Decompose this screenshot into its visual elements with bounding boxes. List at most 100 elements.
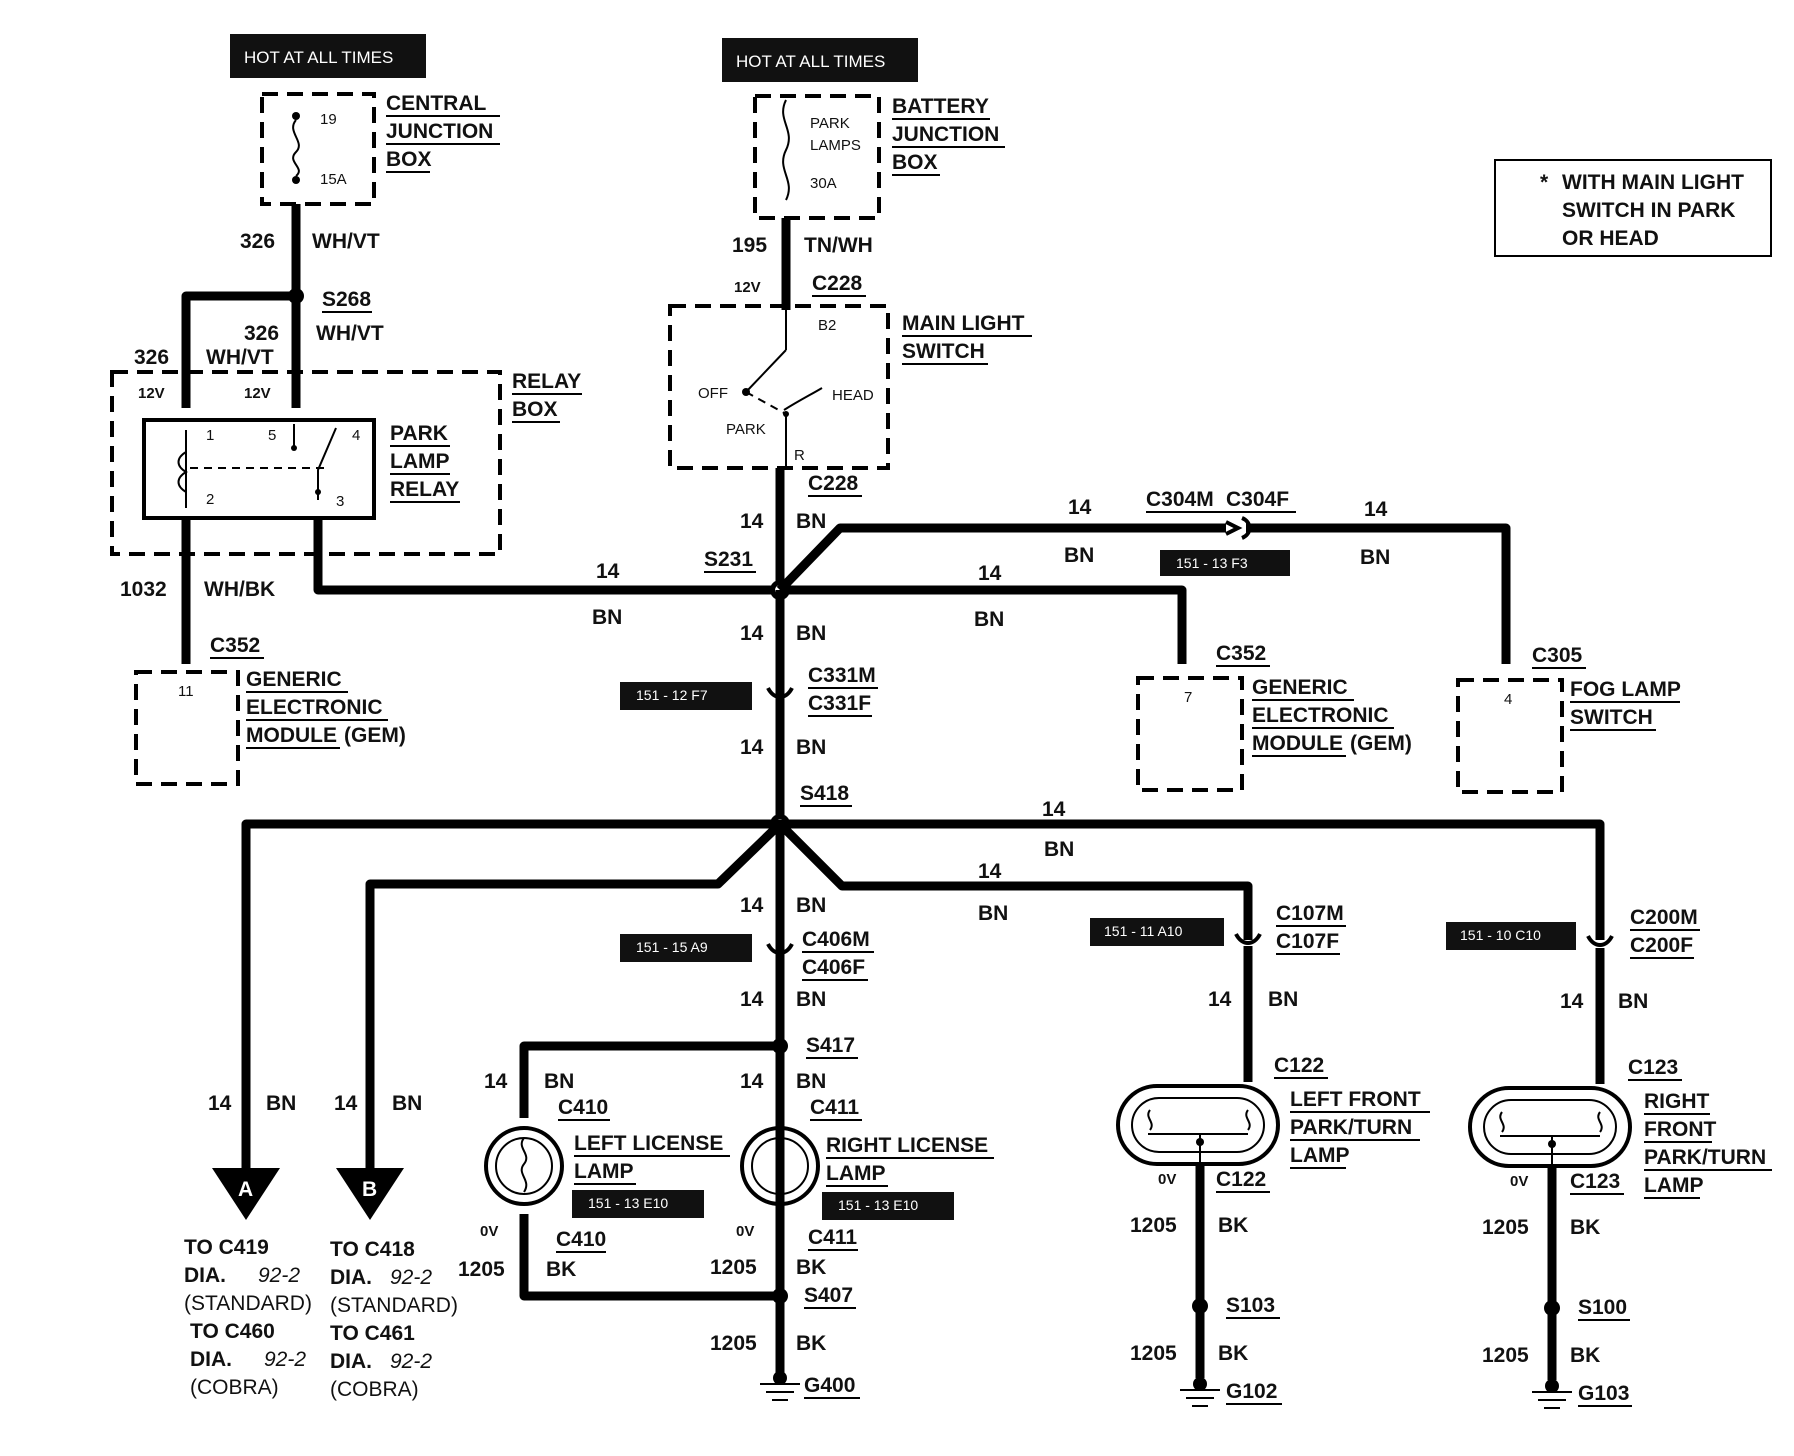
svg-text:BOX: BOX [892, 151, 938, 174]
wire-s418-to-b: 14 BN [334, 820, 784, 1170]
svg-text:(GEM): (GEM) [1350, 732, 1412, 755]
svg-text:C122: C122 [1274, 1054, 1324, 1077]
svg-text:C200M: C200M [1630, 906, 1698, 929]
svg-text:3: 3 [336, 493, 344, 510]
svg-text:G400: G400 [804, 1374, 855, 1397]
svg-text:151 - 13 E10: 151 - 13 E10 [588, 1195, 668, 1211]
svg-text:1205: 1205 [1130, 1214, 1177, 1237]
svg-text:1205: 1205 [458, 1258, 505, 1281]
wire-s418-to-a: 14 BN [208, 819, 780, 1170]
svg-text:PARK: PARK [390, 422, 448, 445]
svg-text:LAMP: LAMP [574, 1160, 634, 1183]
svg-text:BN: BN [796, 1070, 826, 1093]
svg-text:C410: C410 [556, 1228, 606, 1251]
svg-text:S268: S268 [322, 288, 371, 311]
svg-text:HEAD: HEAD [832, 387, 874, 404]
battery-junction-box: PARK LAMPS 30A BATTERY JUNCTION BOX [753, 94, 1005, 220]
ground-g102 [1180, 1377, 1220, 1407]
ground-g400 [760, 1371, 800, 1401]
svg-text:92-2: 92-2 [264, 1348, 306, 1371]
svg-text:1205: 1205 [1482, 1216, 1529, 1239]
svg-text:1205: 1205 [1130, 1342, 1177, 1365]
svg-text:TO C418: TO C418 [330, 1238, 415, 1261]
right-front-park-turn-lamp: 151 - 10 C10 C200M C200F 14 BN C123 RIGH… [1446, 906, 1772, 1409]
svg-text:BN: BN [796, 736, 826, 759]
svg-text:RIGHT LICENSE: RIGHT LICENSE [826, 1134, 988, 1157]
svg-text:C411: C411 [808, 1226, 857, 1249]
svg-text:0V: 0V [480, 1223, 498, 1240]
svg-text:12V: 12V [138, 385, 165, 402]
gem-left: 11 GENERIC ELECTRONIC MODULE (GEM) [134, 668, 406, 786]
svg-text:C406M: C406M [802, 928, 870, 951]
svg-text:(COBRA): (COBRA) [190, 1376, 279, 1399]
svg-text:SWITCH: SWITCH [902, 340, 985, 363]
svg-text:LAMP: LAMP [390, 450, 450, 473]
svg-text:WH/VT: WH/VT [316, 322, 384, 345]
svg-text:19: 19 [320, 111, 337, 128]
destination-b: B TO C418 DIA. 92-2 (STANDARD) TO C461 D… [330, 1168, 458, 1401]
svg-text:C123: C123 [1570, 1170, 1620, 1193]
svg-text:14: 14 [740, 1070, 764, 1093]
svg-text:DIA.: DIA. [184, 1264, 226, 1287]
svg-text:2: 2 [206, 491, 214, 508]
svg-text:14: 14 [596, 560, 620, 583]
park-lamp-relay: 1 2 3 4 5 PARK LAMP RELAY [142, 418, 460, 520]
svg-text:FOG LAMP: FOG LAMP [1570, 678, 1681, 701]
wire-1032: 1032 WH/BK C352 [120, 518, 275, 664]
svg-text:C304M: C304M [1146, 488, 1214, 511]
wire-relay-to-s231 [313, 518, 780, 595]
svg-text:S407: S407 [804, 1284, 853, 1307]
svg-text:SWITCH IN PARK: SWITCH IN PARK [1562, 199, 1735, 222]
central-junction-box: 19 15A CENTRAL JUNCTION BOX [260, 92, 500, 206]
svg-text:C304F: C304F [1226, 488, 1289, 511]
svg-text:C410: C410 [558, 1096, 608, 1119]
svg-text:G103: G103 [1578, 1382, 1629, 1405]
svg-text:0V: 0V [1510, 1173, 1528, 1190]
ref-badge-r2: 151 - 12 F7 [620, 682, 752, 710]
svg-text:C411: C411 [810, 1096, 859, 1119]
ref-badge-r1: 151 - 13 F3 [1160, 550, 1290, 576]
svg-text:326: 326 [240, 230, 275, 253]
svg-text:14: 14 [1042, 798, 1066, 821]
svg-text:(COBRA): (COBRA) [330, 1378, 419, 1401]
svg-text:14: 14 [1068, 496, 1092, 519]
svg-text:FRONT: FRONT [1644, 1118, 1716, 1141]
svg-text:1205: 1205 [710, 1256, 757, 1279]
svg-text:BN: BN [796, 894, 826, 917]
svg-text:15A: 15A [320, 171, 347, 188]
svg-text:OR HEAD: OR HEAD [1562, 227, 1659, 250]
svg-text:14: 14 [1560, 990, 1584, 1013]
svg-text:MODULE: MODULE [246, 724, 337, 747]
svg-text:GENERIC: GENERIC [1252, 676, 1348, 699]
svg-text:0V: 0V [1158, 1171, 1176, 1188]
svg-text:0V: 0V [736, 1223, 754, 1240]
ground-g103 [1532, 1379, 1572, 1409]
svg-text:14: 14 [740, 894, 764, 917]
wire-s231-to-s418: 14 BN C331M C331F 151 - 12 F7 14 BN S418 [620, 590, 878, 834]
legend-box: * WITH MAIN LIGHT SWITCH IN PARK OR HEAD [1494, 159, 1772, 257]
svg-text:BK: BK [1570, 1216, 1600, 1239]
svg-text:14: 14 [208, 1092, 232, 1115]
svg-text:R: R [794, 447, 805, 464]
main-light-switch: B2 OFF HEAD PARK R MAIN LIGHT SWITCH [668, 304, 1032, 470]
svg-text:BK: BK [796, 1332, 826, 1355]
svg-text:326: 326 [244, 322, 279, 345]
svg-text:BN: BN [796, 988, 826, 1011]
svg-text:SWITCH: SWITCH [1570, 706, 1653, 729]
svg-text:BN: BN [544, 1070, 574, 1093]
fog-lamp-switch: 4 FOG LAMP SWITCH [1456, 678, 1681, 794]
svg-text:14: 14 [740, 736, 764, 759]
wire-195: 195 TN/WH 12V C228 [732, 218, 873, 310]
svg-text:(GEM): (GEM) [344, 724, 406, 747]
svg-text:BN: BN [592, 606, 622, 629]
ref-badge-r6: 151 - 13 E10 [572, 1190, 704, 1218]
svg-text:BN: BN [796, 510, 826, 533]
svg-text:GENERIC: GENERIC [246, 668, 342, 691]
svg-text:1205: 1205 [1482, 1344, 1529, 1367]
svg-text:C305: C305 [1532, 644, 1583, 667]
svg-text:92-2: 92-2 [258, 1264, 300, 1287]
svg-text:14: 14 [334, 1092, 358, 1115]
svg-text:G102: G102 [1226, 1380, 1277, 1403]
svg-text:1: 1 [206, 427, 214, 444]
svg-text:30A: 30A [810, 175, 837, 192]
